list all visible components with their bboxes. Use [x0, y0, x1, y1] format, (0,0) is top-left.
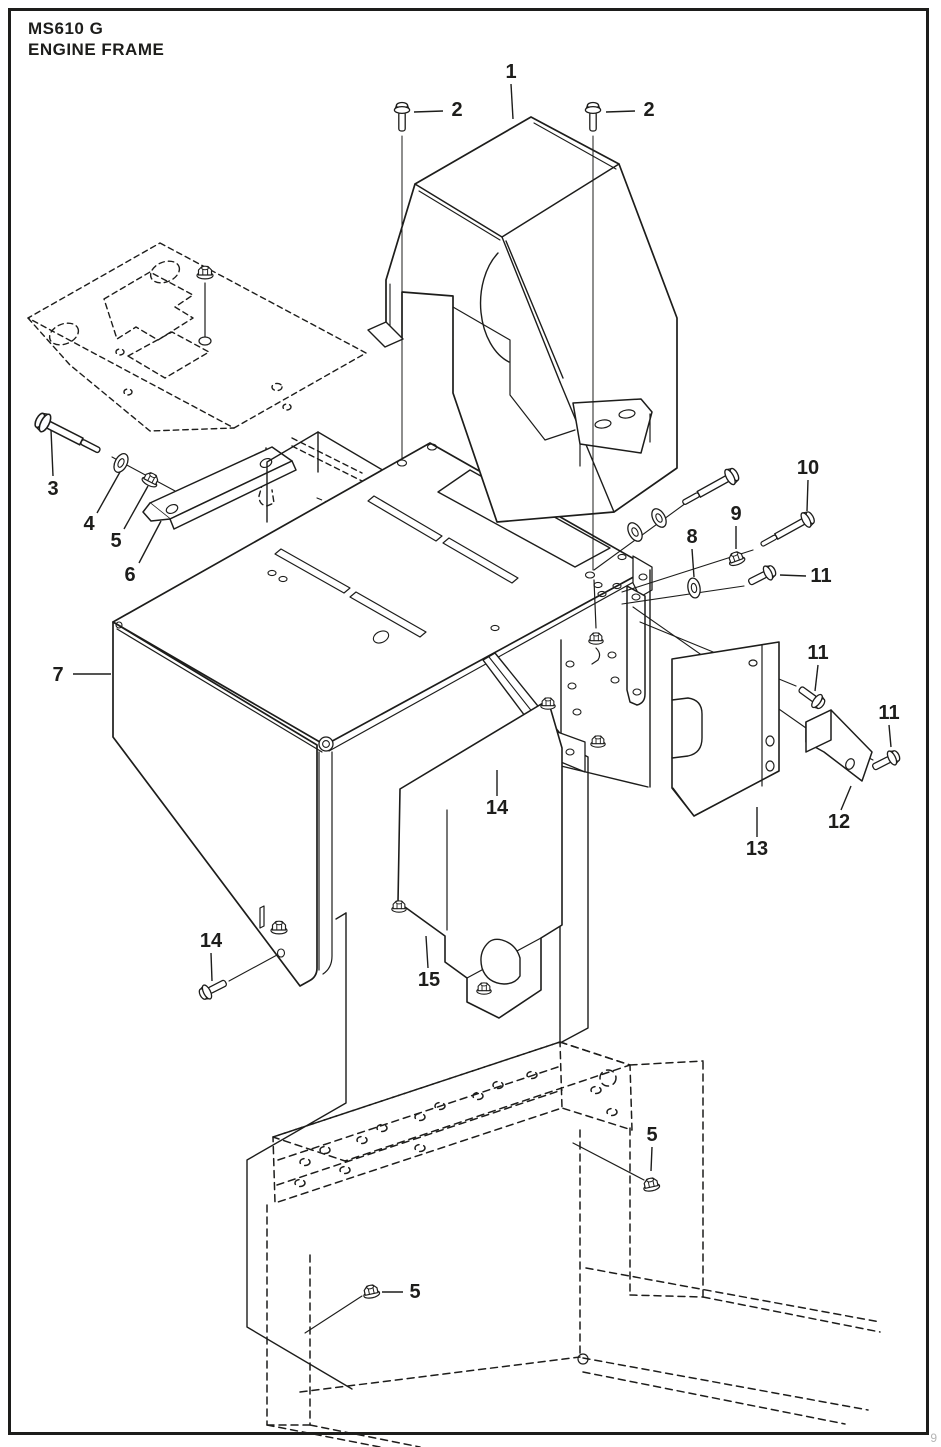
leader-line-14 — [210, 952, 213, 982]
callout-leader-lines — [50, 83, 892, 1293]
side-sheet-right — [559, 741, 589, 1044]
bracket-13 — [671, 641, 780, 817]
part-callout-1: 1 — [505, 61, 517, 83]
part-callout-5: 5 — [409, 1281, 421, 1303]
nut-5b — [361, 1283, 381, 1301]
bolt-11b — [794, 681, 829, 713]
leader-line-8 — [691, 548, 695, 578]
part-callout-2: 2 — [451, 99, 463, 121]
bolt-10 — [756, 508, 818, 553]
part-callout-9: 9 — [730, 503, 742, 525]
screw-2-right — [584, 101, 602, 571]
bolt-11c — [869, 747, 903, 775]
base-corner-hole — [577, 1353, 589, 1365]
part-callout-7: 7 — [52, 664, 64, 686]
part-callout-13: 13 — [745, 838, 769, 860]
leader-line-11 — [779, 574, 807, 577]
leader-line-1 — [510, 83, 514, 120]
part-callout-5: 5 — [110, 530, 122, 552]
part-callout-11: 11 — [807, 642, 829, 664]
part-callout-5: 5 — [646, 1124, 658, 1146]
page-number: 9 — [930, 1431, 937, 1445]
part-callout-12: 12 — [827, 811, 851, 833]
part-callout-2: 2 — [643, 99, 655, 121]
leader-line-4 — [96, 471, 121, 514]
phantom-engine-plate — [27, 242, 367, 507]
washer-8 — [685, 576, 703, 600]
part-callout-10: 10 — [796, 457, 820, 479]
page-border — [8, 8, 929, 1435]
axis-line-nut5b — [304, 1295, 363, 1334]
part-callout-4: 4 — [83, 513, 95, 535]
leader-line-2 — [413, 110, 444, 113]
leader-line-5 — [123, 485, 149, 530]
part-callout-15: 15 — [417, 969, 441, 991]
leader-line-11 — [888, 724, 892, 748]
part-callout-14: 14 — [485, 797, 509, 819]
washer — [624, 519, 646, 545]
nut-on-guard — [540, 697, 556, 710]
part-callout-11: 11 — [878, 702, 900, 724]
hanging-nut — [588, 632, 604, 645]
page-title: ENGINE FRAME — [28, 40, 165, 59]
leader-line-3 — [50, 429, 54, 477]
nut-9 — [725, 549, 747, 568]
model-title: MS610 G — [28, 19, 104, 38]
bracket-6 — [142, 446, 297, 530]
part-callout-11: 11 — [810, 565, 832, 587]
washer — [648, 505, 670, 531]
nut-5c — [641, 1176, 661, 1194]
part-callout-6: 6 — [124, 564, 136, 586]
leader-line-2 — [605, 110, 636, 113]
bolt-11a — [745, 562, 779, 590]
phantom-base-frame — [266, 1041, 881, 1447]
side-sheet-left — [246, 912, 353, 1390]
title-block: MS610 G ENGINE FRAME — [28, 18, 164, 60]
strut-nut — [590, 735, 606, 748]
bolt-14b — [196, 954, 278, 1003]
leader-line-5 — [650, 1146, 653, 1172]
stud-nut — [196, 265, 214, 346]
leader-line-11 — [814, 664, 819, 692]
leader-line-6 — [138, 520, 162, 564]
part-callout-3: 3 — [47, 478, 59, 500]
leader-line-12 — [840, 785, 852, 811]
screw-2-left — [393, 101, 411, 459]
leader-line-15 — [425, 935, 429, 969]
part-callout-14: 14 — [199, 930, 223, 952]
axis-line-nut5 — [572, 1142, 645, 1181]
bracket-12 — [805, 709, 873, 782]
part-callout-8: 8 — [686, 526, 698, 548]
leader-line-10 — [806, 479, 809, 512]
